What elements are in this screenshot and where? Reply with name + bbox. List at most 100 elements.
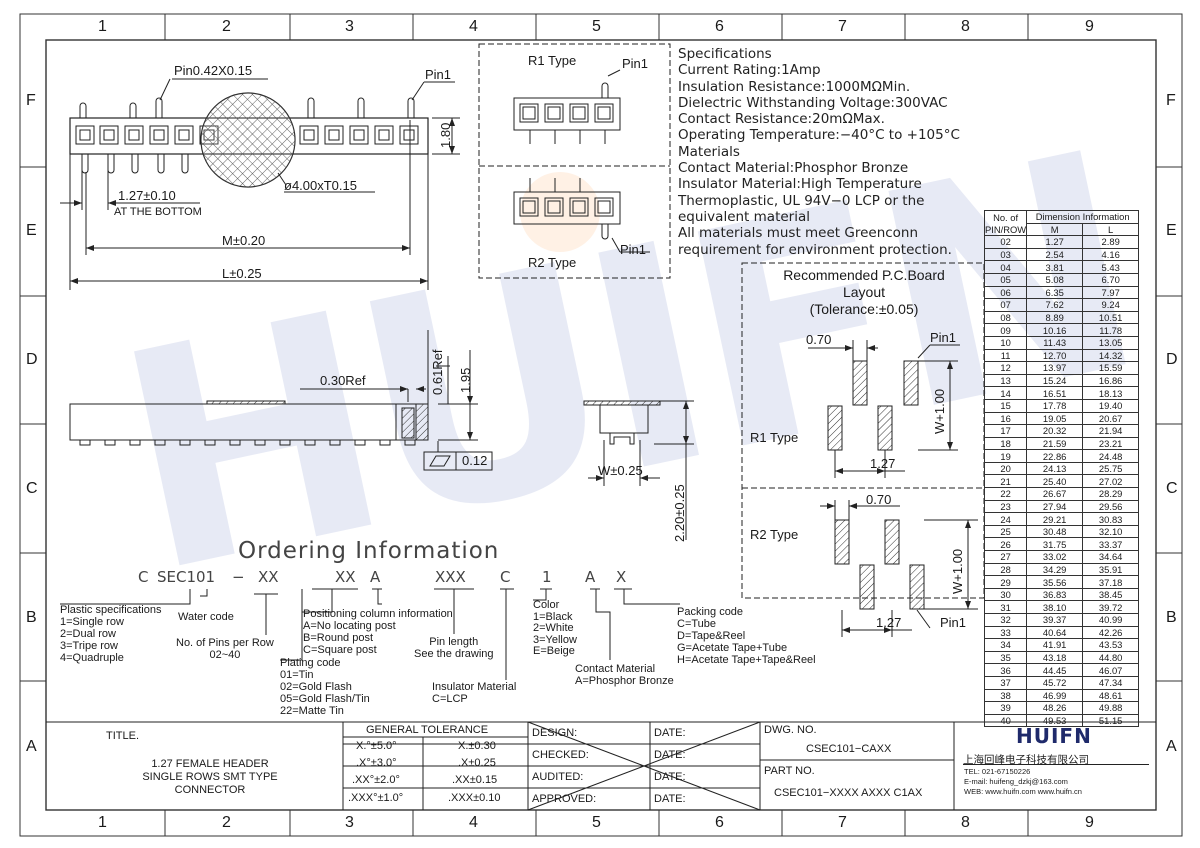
col-label: 8 [961, 814, 970, 831]
dwg-no-label: DWG. NO. [764, 724, 817, 736]
tol-linear: .XX±0.15 [452, 774, 498, 786]
pin-count-cell: 38 [983, 688, 1028, 703]
bottom-note: AT THE BOTTOM [114, 206, 202, 218]
pin-count-cell: 31 [983, 600, 1028, 614]
company-logo: HUIFN [1016, 724, 1092, 748]
row-label: C [1166, 480, 1178, 497]
pin-count-cell: 35 [983, 650, 1028, 665]
m-value-cell: 5.08 [1026, 272, 1084, 287]
col-label: 1 [98, 814, 107, 831]
row-label: E [1166, 222, 1177, 239]
spec-line: Insulation Resistance:1000MΩMin. [678, 78, 911, 95]
m-value-cell: 15.24 [1026, 373, 1084, 388]
row-label: F [26, 92, 36, 109]
contact-line: Contact Material [575, 663, 656, 675]
plating-line: Plating code [280, 657, 341, 669]
pin-count-cell: 03 [983, 247, 1028, 262]
pin-count-cell: 14 [983, 386, 1028, 400]
m-value-cell: 34.29 [1026, 562, 1084, 577]
pin-count-cell: 13 [983, 373, 1028, 388]
col-label: 1 [98, 18, 107, 35]
pin-count-cell: 40 [983, 713, 1028, 728]
spec-line: Specifications [678, 46, 772, 62]
m-value-cell: 6.35 [1026, 285, 1084, 300]
spec-line: requirement for environment protection. [678, 241, 952, 258]
pin-count-cell: 05 [983, 272, 1028, 287]
title-line: 1.27 FEMALE HEADER [151, 758, 269, 770]
l-dim-label: L±0.25 [222, 266, 262, 281]
m-value-cell: 16.51 [1026, 386, 1084, 400]
l-value-cell: 4.16 [1082, 247, 1140, 262]
m-value-cell: 11.43 [1026, 335, 1084, 350]
company-email: E-mail: huifeng_dzkj@163.com [964, 777, 1068, 786]
spec-line: All materials must meet Greenconn [678, 225, 919, 242]
pin-count-cell: 29 [983, 575, 1028, 589]
table-header: Dimension Information [1026, 210, 1140, 224]
m-value-cell: 40.64 [1026, 625, 1084, 640]
row-label: B [1166, 609, 1177, 626]
col-label: 4 [469, 814, 478, 831]
m-value-cell: 2.54 [1026, 247, 1084, 262]
m-value-cell: 20.32 [1026, 424, 1084, 438]
l-value-cell: 47.34 [1082, 675, 1140, 690]
color-code: Color 1=Black 2=White 3=Yellow E=Beige [533, 599, 577, 658]
l-value-cell: 16.86 [1082, 373, 1140, 388]
col-label: 5 [592, 814, 601, 831]
pinlength-line: See the drawing [414, 648, 494, 660]
spec-line: Dielectric Withstanding Voltage:300VAC [678, 94, 948, 111]
l-value-cell: 42.26 [1082, 625, 1140, 640]
general-tolerance: GENERAL TOLERANCE [366, 724, 489, 736]
row-label: E [26, 222, 37, 239]
color-line: E=Beige [533, 645, 575, 657]
pin-count-cell: 39 [983, 701, 1028, 715]
l-value-cell: 19.40 [1082, 398, 1140, 413]
positioning-line: B=Round post [303, 632, 374, 644]
specifications: Specifications Current Rating:1Amp Insul… [678, 46, 960, 258]
column-labels-top: 1 2 3 4 5 6 7 8 9 [0, 16, 1200, 38]
code-part: X [616, 568, 627, 586]
l-value-cell: 51.15 [1082, 713, 1140, 728]
l-value-cell: 20.67 [1082, 411, 1140, 426]
m-value-cell: 41.91 [1026, 638, 1084, 652]
company-name: 上海回峰电子科技有限公司 [963, 754, 1089, 766]
code-part: SEC101 [157, 568, 216, 586]
tol-angle: .X°±3.0° [356, 757, 397, 769]
tol-angle: .XX°±2.0° [352, 774, 400, 786]
l-value-cell: 6.70 [1082, 272, 1140, 287]
code-part: C [500, 568, 511, 586]
r1-pin1-label: Pin1 [622, 56, 649, 71]
l-value-cell: 25.75 [1082, 461, 1140, 476]
h195-label: 1.95 [458, 367, 473, 393]
pin-count-cell: 12 [983, 361, 1028, 375]
plastic-line: 4=Quadruple [60, 652, 124, 664]
m-value-cell: 45.72 [1026, 675, 1084, 690]
col-label: 9 [1085, 18, 1094, 35]
positioning-line: A=No locating post [303, 620, 396, 632]
color-line: 2=White [533, 622, 574, 634]
m-value-cell: 3.81 [1026, 260, 1084, 274]
ordering-title: Ordering Information [238, 538, 500, 564]
w-dim-label: W±0.25 [598, 463, 643, 478]
code-part: XXX [435, 568, 466, 586]
l-value-cell: 21.94 [1082, 424, 1140, 438]
packing-code: Packing code C=Tube D=Tape&Reel G=Acetat… [677, 606, 816, 666]
pin-count-cell: 19 [983, 449, 1028, 463]
pcb-title: Recommended P.C.Board Layout (Tolerance:… [744, 267, 984, 318]
code-part: A [370, 568, 381, 586]
plastic-line: Plastic specifications [60, 604, 162, 616]
m-value-cell: 19.05 [1026, 411, 1084, 426]
pin-count-cell: 26 [983, 537, 1028, 552]
m-value-cell: 43.18 [1026, 650, 1084, 665]
